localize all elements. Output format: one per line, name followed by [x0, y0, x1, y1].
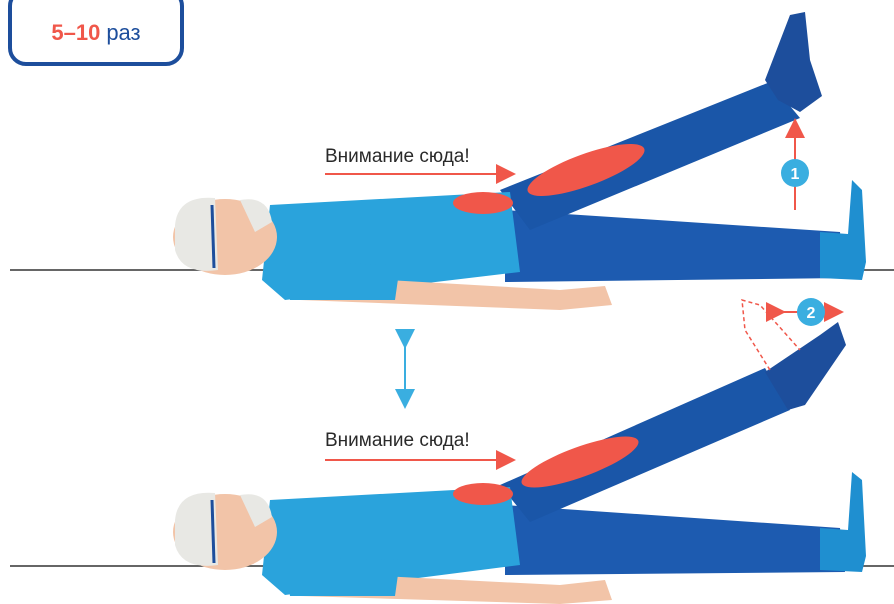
top-raised-leg [500, 82, 800, 230]
bottom-hip-highlight [453, 483, 513, 505]
bottom-sleeve [285, 558, 400, 596]
bottom-straight-sock [820, 472, 866, 572]
top-attention-label: Внимание сюда! [325, 146, 470, 168]
bottom-raised-leg [500, 368, 790, 522]
top-person-figure [173, 12, 866, 310]
top-hip-highlight [453, 192, 513, 214]
bottom-attention-label: Внимание сюда! [325, 430, 470, 452]
bottom-glasses-icon [212, 500, 214, 563]
bottom-straight-leg [505, 505, 845, 575]
top-step-number: 1 [791, 166, 800, 183]
top-sleeve [285, 262, 400, 300]
bottom-person-figure [173, 300, 866, 604]
top-straight-sock [820, 180, 866, 280]
top-glasses-icon [212, 205, 214, 268]
top-straight-leg [505, 210, 845, 282]
bottom-step-number: 2 [807, 305, 816, 322]
